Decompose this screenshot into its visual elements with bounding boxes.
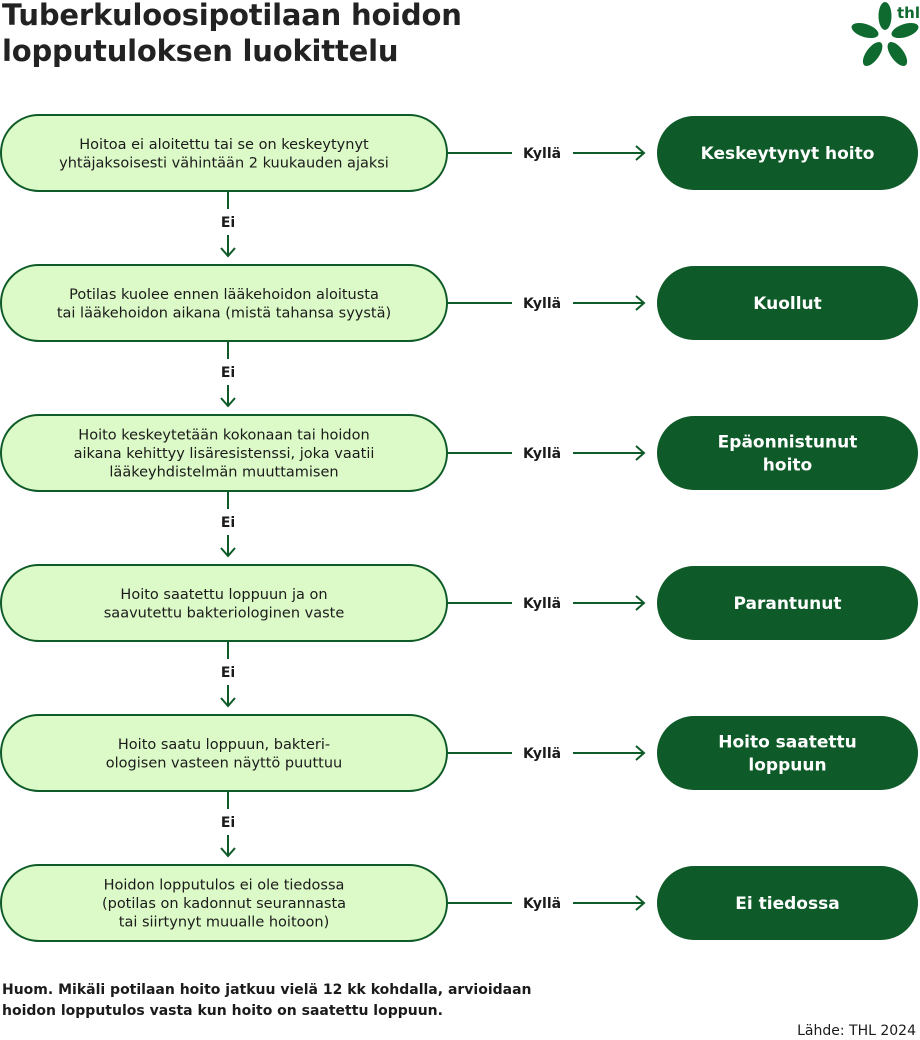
- source-credit: Lähde: THL 2024: [797, 1023, 916, 1039]
- flow-step: Hoidon lopputulos ei ole tiedossa(potila…: [0, 864, 918, 942]
- outcome-text: Ei tiedossa: [735, 894, 839, 914]
- logo-text: thl: [897, 4, 920, 22]
- outcome-box: [657, 116, 918, 190]
- arrow-head-icon: [635, 445, 646, 461]
- footnote-line-2: hoidon lopputulos vasta kun hoito on saa…: [2, 1003, 443, 1019]
- flow-step: Hoitoa ei aloitettu tai se on keskeytyny…: [0, 114, 918, 258]
- arrow-head-icon: [635, 145, 646, 161]
- arrow-head-icon: [220, 697, 236, 708]
- flow-step: Potilas kuolee ennen lääkehoidon aloitus…: [0, 264, 918, 408]
- yes-label: Kyllä: [523, 896, 561, 912]
- outcome-text: Kuollut: [753, 294, 822, 314]
- title-line-1: Tuberkuloosipotilaan hoidon: [2, 0, 462, 32]
- condition-box: [0, 264, 448, 342]
- arrow-head-icon: [635, 895, 646, 911]
- arrow-head-icon: [220, 547, 236, 558]
- condition-text: Hoitoa ei aloitettu tai se on keskeytyny…: [59, 137, 389, 172]
- footnote: Huom. Mikäli potilaan hoito jatkuu vielä…: [2, 980, 532, 1022]
- yes-label: Kyllä: [523, 146, 561, 162]
- arrow-head-icon: [635, 595, 646, 611]
- page-title: Tuberkuloosipotilaan hoidon lopputulokse…: [2, 0, 462, 69]
- no-label: Ei: [221, 665, 235, 681]
- arrow-head-icon: [635, 295, 646, 311]
- arrow-head-icon: [635, 745, 646, 761]
- no-label: Ei: [221, 365, 235, 381]
- condition-text: Hoidon lopputulos ei ole tiedossa(potila…: [102, 878, 346, 931]
- outcome-box: [657, 566, 918, 640]
- outcome-box: [657, 866, 918, 940]
- condition-box: [0, 114, 448, 192]
- thl-leaf-logo-icon: thl: [851, 2, 920, 66]
- yes-label: Kyllä: [523, 296, 561, 312]
- yes-label: Kyllä: [523, 596, 561, 612]
- outcome-box: [657, 266, 918, 340]
- condition-text: Potilas kuolee ennen lääkehoidon aloitus…: [57, 287, 391, 322]
- no-label: Ei: [221, 815, 235, 831]
- arrow-head-icon: [220, 847, 236, 858]
- outcome-box: [657, 416, 918, 490]
- yes-label: Kyllä: [523, 446, 561, 462]
- outcome-box: [657, 716, 918, 790]
- no-label: Ei: [221, 215, 235, 231]
- arrow-head-icon: [220, 397, 236, 408]
- no-label: Ei: [221, 515, 235, 531]
- yes-label: Kyllä: [523, 746, 561, 762]
- outcome-text: Keskeytynyt hoito: [701, 144, 875, 164]
- arrow-head-icon: [220, 247, 236, 258]
- condition-box: [0, 564, 448, 642]
- condition-box: [0, 714, 448, 792]
- title-line-2: lopputuloksen luokittelu: [2, 34, 399, 68]
- outcome-text: Parantunut: [734, 594, 842, 614]
- footnote-line-1: Huom. Mikäli potilaan hoito jatkuu vielä…: [2, 982, 532, 998]
- flow-step: Hoito saatu loppuun, bakteri-ologisen va…: [0, 714, 918, 858]
- condition-text: Hoito saatu loppuun, bakteri-ologisen va…: [106, 737, 342, 772]
